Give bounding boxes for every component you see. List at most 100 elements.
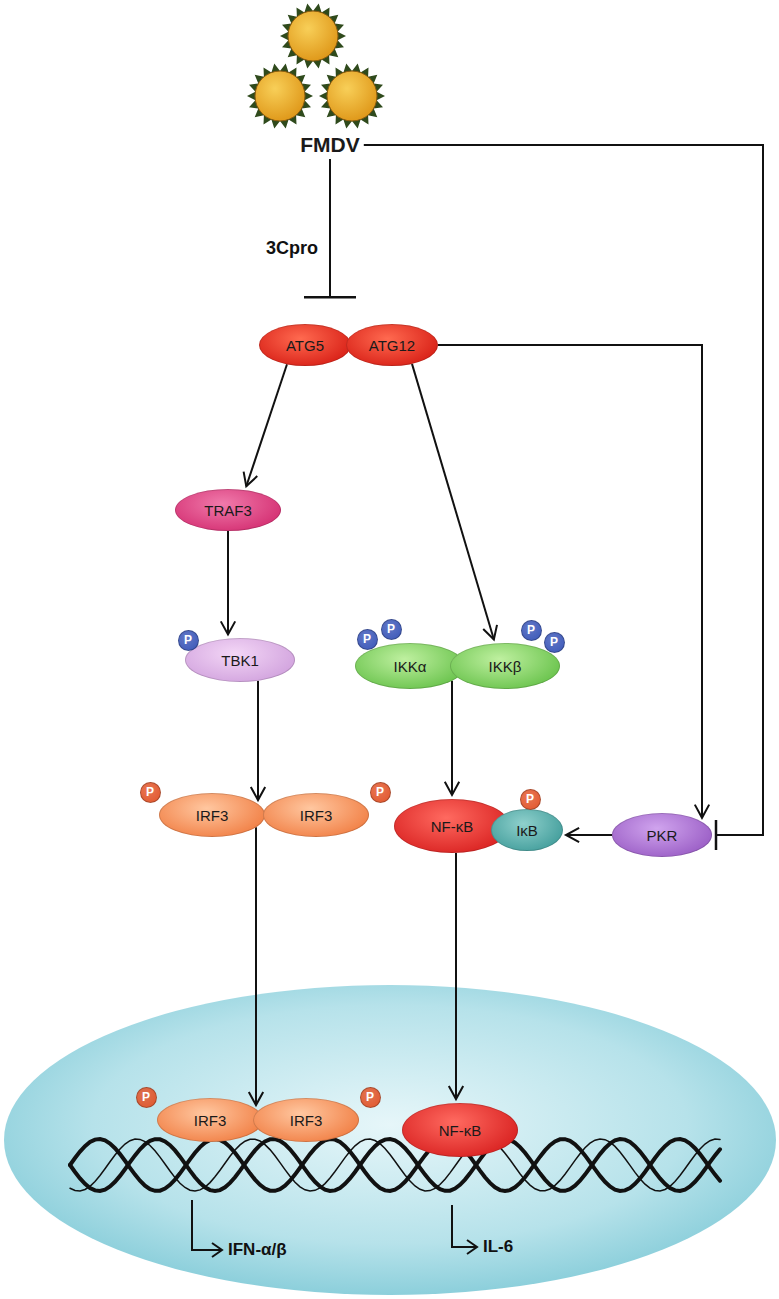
connector-line — [329, 159, 331, 297]
arrowhead — [483, 625, 497, 640]
connector-line — [438, 345, 702, 818]
phospho-text: P — [184, 634, 192, 646]
arrowhead — [251, 787, 265, 800]
arrowhead — [449, 1086, 463, 1099]
activation-connector — [566, 828, 612, 842]
inhibition-connector — [304, 159, 356, 297]
phospho-text: P — [142, 1091, 150, 1103]
activation-connector — [249, 827, 263, 1105]
protein-oval: IKKβ — [450, 643, 560, 689]
phospho-marker: P — [140, 782, 161, 803]
node-text: IKKβ — [489, 658, 522, 675]
arrowhead — [566, 828, 579, 842]
virus-label: FMDV — [296, 131, 364, 159]
protein-oval: IKKα — [355, 643, 465, 689]
virus-capsid — [327, 71, 377, 121]
protein-oval: TRAF3 — [175, 489, 281, 531]
protein-oval: PKR — [612, 813, 712, 857]
node-text: TBK1 — [221, 652, 259, 669]
dna-strand — [70, 1139, 720, 1191]
node-text: TRAF3 — [204, 502, 252, 519]
protein-oval: IRF3 — [263, 793, 369, 837]
node-text: IκB — [516, 822, 538, 839]
protein-oval: IRF3 — [157, 1098, 263, 1142]
phospho-text: P — [526, 793, 534, 805]
node-text: IRF3 — [194, 1112, 227, 1129]
node-text: NF-κB — [439, 1122, 482, 1139]
arrowhead — [695, 805, 709, 818]
virus-spikes — [280, 4, 346, 69]
connector-line — [455, 853, 457, 1099]
protein-oval: NF-κB — [402, 1103, 518, 1157]
phospho-marker: P — [360, 1087, 381, 1108]
phospho-marker: P — [520, 789, 541, 810]
phospho-text: P — [376, 786, 384, 798]
virus-capsid — [255, 71, 305, 121]
node-text: IRF3 — [300, 807, 333, 824]
phospho-marker: P — [136, 1087, 157, 1108]
gene-label: IFN-α/β — [228, 1240, 287, 1260]
arrowhead — [212, 1243, 222, 1257]
nucleus — [4, 985, 776, 1295]
inhibition-connector — [364, 145, 763, 850]
activation-connector — [449, 853, 463, 1099]
arrowhead — [244, 472, 258, 487]
virus-particles — [247, 4, 385, 129]
connector-line — [566, 834, 612, 836]
node-text: IKKα — [394, 658, 427, 675]
protein-oval: IκB — [491, 809, 563, 851]
phospho-marker: P — [544, 632, 565, 653]
phospho-text: P — [366, 1091, 374, 1103]
protein-oval: ATG12 — [346, 324, 438, 366]
connector-line — [227, 531, 229, 635]
protein-oval: TBK1 — [185, 638, 295, 682]
gene-label: IL-6 — [483, 1237, 513, 1257]
activation-connector — [438, 345, 709, 818]
dna-helix — [70, 1139, 720, 1191]
arrowhead — [445, 782, 459, 795]
connector-line — [364, 145, 763, 835]
dna-strand — [70, 1139, 720, 1191]
phospho-marker: P — [521, 620, 542, 641]
connector-line — [255, 827, 257, 1105]
connector-line — [451, 681, 453, 795]
node-text: FMDV — [300, 133, 360, 157]
phospho-text: P — [146, 786, 154, 798]
edge-label: 3Cpro — [266, 238, 318, 259]
phospho-text: P — [550, 636, 558, 648]
connector-line — [412, 364, 494, 640]
phospho-text: P — [363, 633, 371, 645]
connector-line — [257, 681, 259, 800]
transcription-arrow — [192, 1200, 222, 1250]
connector-line — [246, 364, 287, 486]
activation-connector — [221, 531, 235, 635]
phospho-marker: P — [357, 629, 378, 650]
virus-spikes — [247, 64, 313, 129]
phospho-text: P — [527, 624, 535, 636]
activation-connector — [251, 681, 265, 800]
inhibition-bar — [715, 820, 718, 850]
activation-connector — [412, 364, 497, 640]
transcription-arrow — [452, 1205, 477, 1247]
protein-oval: IRF3 — [253, 1098, 359, 1142]
node-text: PKR — [647, 827, 678, 844]
dna-strand — [70, 1139, 720, 1191]
phospho-marker: P — [370, 782, 391, 803]
virus-capsid — [288, 11, 338, 61]
node-text: ATG12 — [369, 337, 415, 354]
node-text: NF-κB — [431, 818, 474, 835]
protein-oval: ATG5 — [259, 324, 351, 366]
activation-connector — [445, 681, 459, 795]
node-text: IRF3 — [290, 1112, 323, 1129]
phospho-text: P — [387, 623, 395, 635]
activation-connector — [244, 364, 287, 486]
inhibition-bar — [304, 296, 356, 299]
virus-spikes — [319, 64, 385, 129]
node-text: ATG5 — [286, 337, 324, 354]
arrowhead — [249, 1092, 263, 1105]
arrowhead — [467, 1240, 477, 1254]
protein-oval: IRF3 — [159, 793, 265, 837]
node-text: IRF3 — [196, 807, 229, 824]
phospho-marker: P — [178, 630, 199, 651]
